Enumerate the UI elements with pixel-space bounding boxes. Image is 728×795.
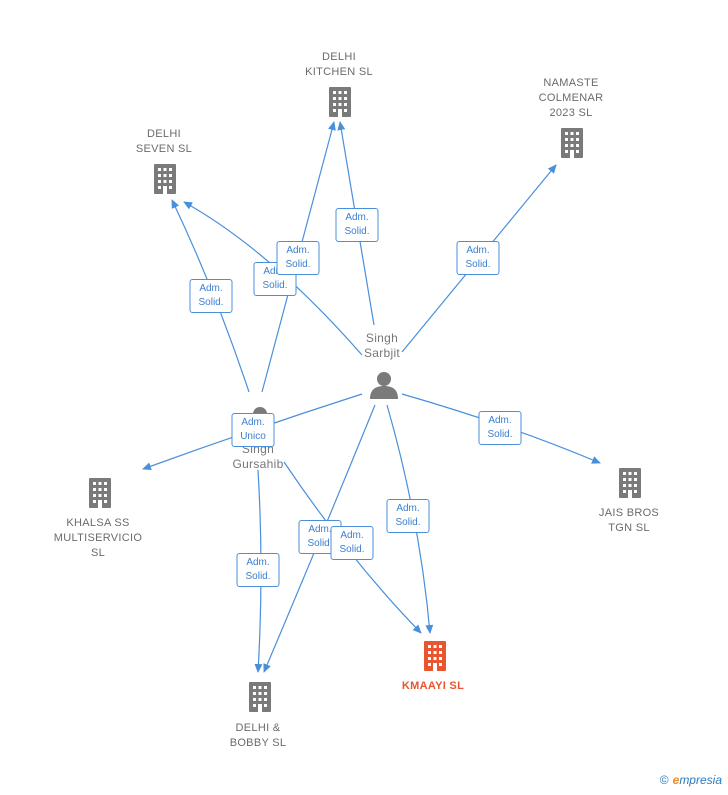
building-icon[interactable] xyxy=(619,468,641,498)
icons-layer xyxy=(89,87,641,712)
node-label-khalsa[interactable]: KHALSA SS MULTISERVICIO SL xyxy=(53,517,143,559)
empresia-brand[interactable]: ©empresia xyxy=(660,773,722,787)
building-icon[interactable] xyxy=(89,478,111,508)
building-icon[interactable] xyxy=(561,128,583,158)
relation-label[interactable]: Adm. Unico xyxy=(231,413,275,447)
relation-label[interactable]: Adm. Solid. xyxy=(456,241,500,275)
building-icon[interactable] xyxy=(249,682,271,712)
brand-name: mpresia xyxy=(679,773,722,787)
node-label-delhi-kitchen[interactable]: DELHI KITCHEN SL xyxy=(305,51,373,78)
copyright-symbol: © xyxy=(659,773,669,787)
node-label-namaste[interactable]: NAMASTE COLMENAR 2023 SL xyxy=(538,77,604,119)
relation-label[interactable]: Adm. Solid. xyxy=(330,526,374,560)
person-icon[interactable] xyxy=(370,372,398,399)
node-label-singh-sarbjit[interactable]: Singh Sarbjit xyxy=(363,331,401,360)
node-label-delhi-seven[interactable]: DELHI SEVEN SL xyxy=(135,128,193,155)
node-label-kmaayi[interactable]: KMAAYI SL xyxy=(401,680,465,692)
relation-label[interactable]: Adm. Solid. xyxy=(386,499,430,533)
relation-label[interactable]: Adm. Solid. xyxy=(236,553,280,587)
relation-label[interactable]: Adm. Solid. xyxy=(335,208,379,242)
node-label-jais[interactable]: JAIS BROS TGN SL xyxy=(598,507,660,534)
relation-label[interactable]: Adm. Solid. xyxy=(276,241,320,275)
relation-label[interactable]: Adm. Solid. xyxy=(189,279,233,313)
building-icon[interactable] xyxy=(329,87,351,117)
building-icon[interactable] xyxy=(424,641,446,671)
building-icon[interactable] xyxy=(154,164,176,194)
node-label-delhi-bobby[interactable]: DELHI & BOBBY SL xyxy=(229,722,287,749)
brand-logo-letter: e xyxy=(672,773,680,787)
relation-label[interactable]: Adm. Solid. xyxy=(478,411,522,445)
